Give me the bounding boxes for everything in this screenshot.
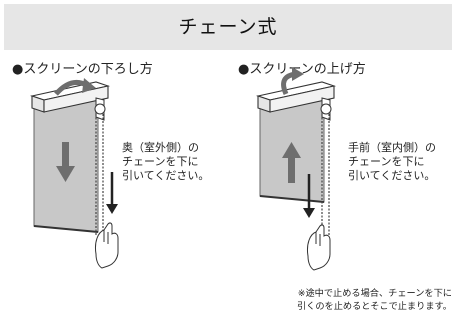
roller-head-front: [269, 85, 335, 113]
raising-illustration: [255, 67, 337, 271]
curved-arrow-icon: [281, 67, 304, 96]
bottom-bar: [259, 195, 325, 203]
chain-pulley: [320, 103, 332, 115]
page-title: チェーン式: [4, 4, 452, 50]
pull-arrow-icon: [303, 174, 315, 218]
up-arrow-icon: [282, 142, 301, 183]
raising-instruction-line: 手前（室内側）の: [348, 141, 436, 154]
bottom-bar: [33, 225, 99, 233]
footnote: ※途中で止める場合、チェーンを下に 引くのを止めるとそこで止まります。: [230, 287, 452, 313]
lowering-instruction: 奥（室外側）の チェーンを下に 引いてください。: [122, 141, 209, 183]
down-arrow-icon: [56, 142, 75, 182]
pull-arrow-icon: [106, 172, 118, 214]
footnote-line: 引くのを止めるとそこで止まります。: [297, 301, 452, 312]
raising-instruction-line: チェーンを下に: [348, 155, 425, 168]
raising-panel: ●スクリーンの上げ方: [238, 62, 456, 277]
raising-instruction-line: 引いてください。: [348, 169, 436, 182]
lowering-instruction-line: 引いてください。: [122, 169, 210, 182]
lowering-instruction-line: 奥（室外側）の: [122, 141, 199, 154]
lowering-illustration: [29, 78, 119, 269]
raising-instruction: 手前（室内側）の チェーンを下に 引いてください。: [348, 141, 436, 183]
hand-icon: [307, 224, 331, 271]
chain-pulley: [94, 103, 106, 115]
raising-section-title: ●スクリーンの上げ方: [238, 62, 366, 77]
lowering-section-title: ●スクリーンの下ろし方: [12, 62, 153, 77]
lowering-panel: ●スクリーンの下ろし方: [12, 62, 234, 277]
hand-icon: [95, 222, 119, 269]
footnote-line: ※途中で止める場合、チェーンを下に: [297, 288, 452, 299]
curved-arrow-icon: [54, 78, 96, 96]
lowering-instruction-line: チェーンを下に: [122, 155, 199, 168]
